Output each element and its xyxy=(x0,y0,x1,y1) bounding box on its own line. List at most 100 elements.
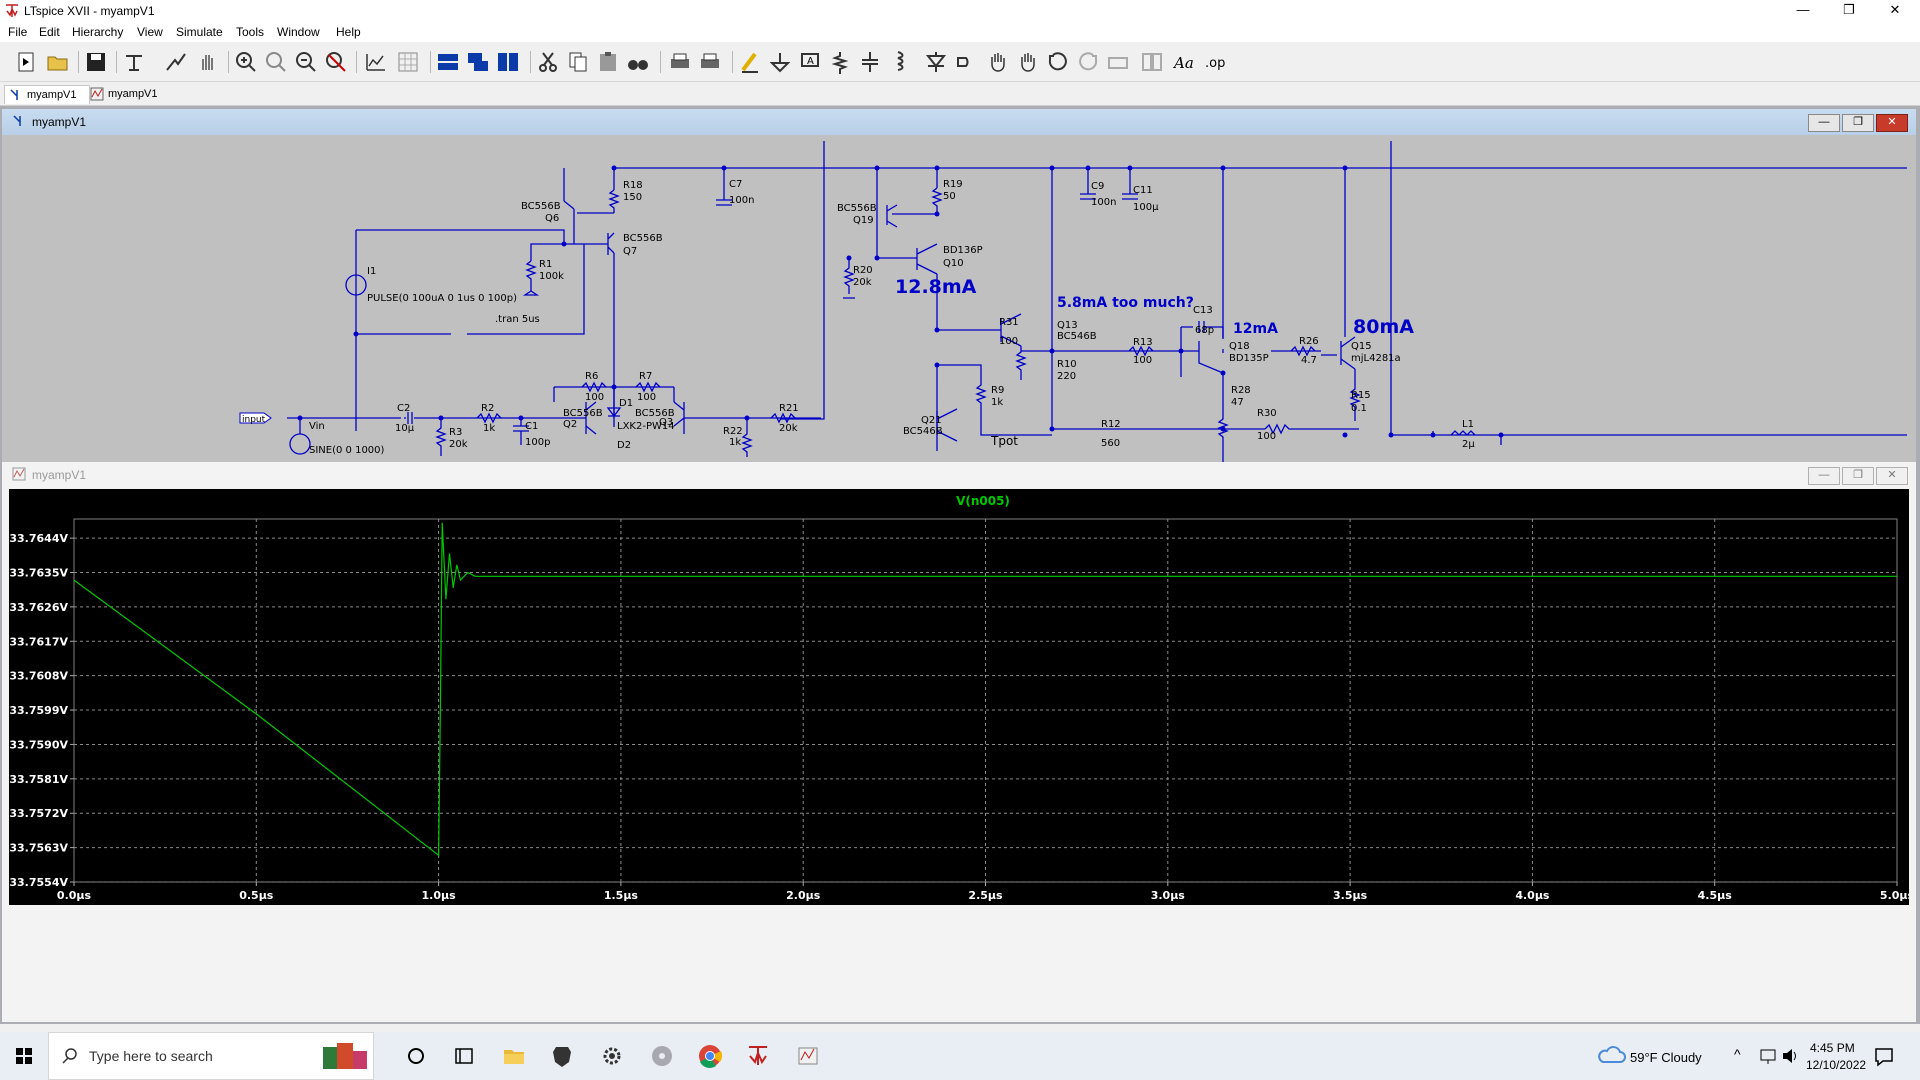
file-explorer-icon[interactable] xyxy=(500,1042,528,1070)
toolbar-separator xyxy=(356,51,357,73)
resistor-icon[interactable] xyxy=(828,50,852,74)
r19-value: 50 xyxy=(943,191,956,202)
taskbar-search-box[interactable]: Type here to search xyxy=(48,1032,374,1080)
q19-label: BC556B xyxy=(837,203,877,214)
show-hidden-icons-chevron-icon[interactable]: ^ xyxy=(1734,1046,1741,1062)
text-icon[interactable]: Aa xyxy=(1172,50,1196,74)
autorange-icon[interactable] xyxy=(364,50,388,74)
task-view-icon[interactable] xyxy=(450,1042,478,1070)
menu-window[interactable]: Window xyxy=(277,25,320,39)
copy-icon[interactable] xyxy=(566,50,590,74)
menu-view[interactable]: View xyxy=(137,25,163,39)
diode-icon[interactable] xyxy=(924,50,948,74)
menu-hierarchy[interactable]: Hierarchy xyxy=(72,25,124,39)
notification-center-icon[interactable] xyxy=(1870,1042,1898,1070)
ltspice-taskbar-icon[interactable] xyxy=(744,1042,772,1070)
schematic-restore-button[interactable]: ❐ xyxy=(1842,114,1874,132)
clock-time[interactable]: 4:45 PM xyxy=(1810,1041,1855,1055)
menu-edit[interactable]: Edit xyxy=(39,25,60,39)
menu-tools[interactable]: Tools xyxy=(236,25,265,39)
windows-start-icon[interactable] xyxy=(10,1042,38,1070)
rotate-icon[interactable] xyxy=(1106,50,1130,74)
clock-date[interactable]: 12/10/2022 xyxy=(1806,1058,1867,1072)
svg-text:.op: .op xyxy=(1205,56,1225,71)
network-icon[interactable] xyxy=(1758,1042,1778,1070)
zoom-in-icon[interactable] xyxy=(234,50,258,74)
move-hand-icon[interactable] xyxy=(986,50,1010,74)
ltspice-waveform-taskbar-icon[interactable] xyxy=(794,1042,822,1070)
pan-icon[interactable] xyxy=(264,50,288,74)
menu-help[interactable]: Help xyxy=(336,25,361,39)
inductor-icon[interactable] xyxy=(888,50,912,74)
save-icon[interactable] xyxy=(84,50,108,74)
cortana-icon[interactable] xyxy=(402,1042,430,1070)
cascade-icon[interactable] xyxy=(466,50,490,74)
minimize-button[interactable]: — xyxy=(1796,2,1810,17)
series-line-v-n005[interactable] xyxy=(73,522,1897,857)
run-simulation-icon[interactable] xyxy=(164,50,188,74)
close-button[interactable]: ✕ xyxy=(1889,2,1901,17)
waveform-restore-button[interactable]: ❐ xyxy=(1842,467,1874,485)
tran-directive[interactable]: .tran 5us xyxy=(495,314,540,325)
schematic-icon xyxy=(10,89,18,100)
c9-ref: C9 xyxy=(1091,181,1104,192)
weather-text[interactable]: 59°F Cloudy xyxy=(1630,1050,1702,1065)
tile-vertical-icon[interactable] xyxy=(496,50,520,74)
find-binoculars-icon[interactable] xyxy=(626,50,650,74)
undo-icon[interactable] xyxy=(1046,50,1070,74)
weather-cloud-icon[interactable] xyxy=(1596,1042,1626,1070)
maximize-button[interactable]: ❐ xyxy=(1843,2,1855,17)
menu-bar: File Edit Hierarchy View Simulate Tools … xyxy=(0,22,1920,42)
brave-browser-icon[interactable] xyxy=(548,1042,576,1070)
spice-directive-icon[interactable]: .op xyxy=(1202,50,1226,74)
annotation-12-8ma: 12.8mA xyxy=(895,276,977,298)
chrome-icon[interactable] xyxy=(696,1042,724,1070)
zoom-out-icon[interactable] xyxy=(294,50,318,74)
control-panel-icon[interactable] xyxy=(122,50,146,74)
zoom-fit-icon[interactable] xyxy=(324,50,348,74)
x-tick-label: 3.0µs xyxy=(1151,889,1186,902)
label-net-icon[interactable]: A xyxy=(798,50,822,74)
trace-label[interactable]: V(n005) xyxy=(956,494,1010,508)
redo-icon[interactable] xyxy=(1076,50,1100,74)
waveform-close-button[interactable]: ✕ xyxy=(1876,467,1908,485)
settings-gear-icon[interactable] xyxy=(598,1042,626,1070)
menu-simulate[interactable]: Simulate xyxy=(176,25,223,39)
annotation-80ma: 80mA xyxy=(1353,316,1414,338)
new-schematic-icon[interactable] xyxy=(14,50,38,74)
component-icon[interactable] xyxy=(954,50,978,74)
search-highlight-image-icon xyxy=(323,1043,367,1069)
input-port-label: input xyxy=(242,415,266,425)
halt-hand-icon[interactable] xyxy=(196,50,220,74)
q6-ref: Q6 xyxy=(545,213,559,224)
tile-horizontal-icon[interactable] xyxy=(436,50,460,74)
r30-ref: R30 xyxy=(1257,408,1277,419)
capacitor-icon[interactable] xyxy=(858,50,882,74)
print-preview-icon[interactable] xyxy=(698,50,722,74)
input-port[interactable]: input xyxy=(239,412,272,425)
app-disc-icon[interactable] xyxy=(648,1042,676,1070)
mirror-icon[interactable] xyxy=(1140,50,1164,74)
drag-hand-icon[interactable] xyxy=(1016,50,1040,74)
q6-label: BC556B xyxy=(521,201,561,212)
menu-file[interactable]: File xyxy=(8,25,28,39)
vin-ref: Vin xyxy=(309,421,325,432)
print-icon[interactable] xyxy=(668,50,692,74)
tab-waveform[interactable]: myampV1 xyxy=(86,85,184,103)
paste-icon[interactable] xyxy=(596,50,620,74)
ground-icon[interactable] xyxy=(768,50,792,74)
open-folder-icon[interactable] xyxy=(46,50,70,74)
volume-icon[interactable] xyxy=(1780,1042,1800,1070)
draw-wire-icon[interactable] xyxy=(738,50,762,74)
cut-icon[interactable] xyxy=(536,50,560,74)
tab-label: myampV1 xyxy=(27,89,77,101)
tab-schematic[interactable]: myampV1 xyxy=(4,85,90,104)
waveform-minimize-button[interactable]: — xyxy=(1808,467,1840,485)
grid-icon[interactable] xyxy=(396,50,420,74)
waveform-icon xyxy=(12,467,26,481)
schematic-close-button[interactable]: ✕ xyxy=(1876,114,1908,132)
search-placeholder: Type here to search xyxy=(89,1048,213,1064)
schematic-minimize-button[interactable]: — xyxy=(1808,114,1840,132)
